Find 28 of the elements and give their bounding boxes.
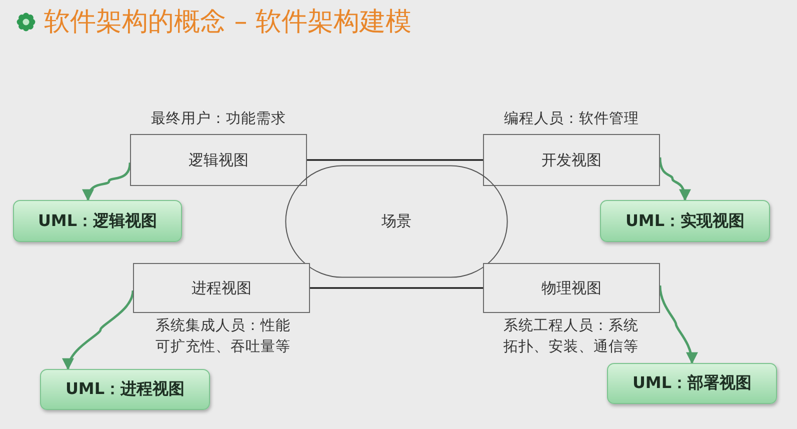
connector-line — [307, 159, 483, 161]
uml-box — [40, 369, 210, 410]
role-caption: 最终用户：功能需求 — [150, 110, 287, 129]
box-label: UML：实现视图 — [625, 210, 745, 232]
role-caption: 系统工程人员：系统拓扑、安装、通信等 — [502, 317, 640, 357]
view-box — [130, 134, 307, 186]
box-label: 进程视图 — [192, 278, 252, 298]
uml-box — [600, 200, 770, 242]
connector-line — [310, 287, 483, 289]
role-caption: 编程人员：软件管理 — [503, 110, 640, 129]
box-label: 开发视图 — [542, 150, 602, 170]
box-label: UML：进程视图 — [65, 379, 185, 400]
box-label: 逻辑视图 — [188, 150, 248, 170]
box-label: UML：部署视图 — [632, 373, 752, 394]
view-box — [483, 263, 660, 313]
arrow — [63, 290, 134, 370]
box-label: 场景 — [382, 212, 412, 231]
uml-box — [607, 363, 777, 404]
arrow — [658, 285, 698, 364]
role-caption: 系统集成人员：性能可扩充性、吞吐量等 — [154, 317, 292, 357]
uml-box — [13, 200, 182, 242]
arrow — [658, 157, 690, 202]
view-box — [133, 263, 310, 313]
box-label: 物理视图 — [542, 278, 602, 298]
arrow — [83, 162, 132, 202]
view-box — [483, 134, 660, 186]
title: 软件架构的概念 – 软件架构建模 — [44, 6, 412, 39]
box-label: UML：逻辑视图 — [38, 210, 158, 232]
